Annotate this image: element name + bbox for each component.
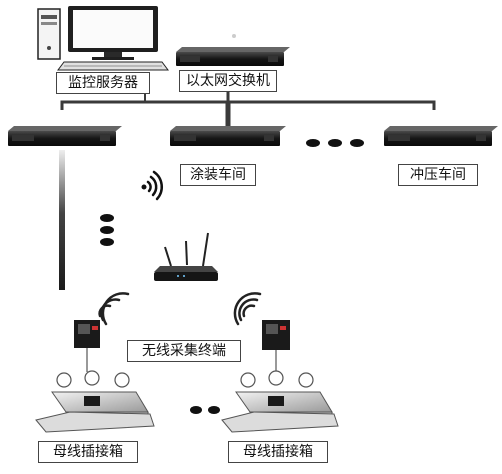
rack-switch-icon bbox=[170, 126, 286, 146]
desktop-computer-icon bbox=[37, 6, 169, 71]
wireless-router-icon bbox=[154, 232, 218, 281]
wireless-terminal-label: 无线采集终端 bbox=[127, 340, 241, 362]
monitor-server-label: 监控服务器 bbox=[56, 72, 150, 94]
ethernet-switch-label: 以太网交换机 bbox=[179, 70, 277, 92]
busbar-box-label-left: 母线插接箱 bbox=[38, 441, 138, 463]
ellipsis-dots-vertical bbox=[100, 214, 114, 246]
ellipsis-dots bbox=[306, 139, 364, 147]
busbar-plug-box-icon bbox=[221, 370, 339, 433]
rack-switch-icon bbox=[176, 34, 290, 66]
busbar-box-label-right: 母线插接箱 bbox=[228, 441, 328, 463]
rack-switch-icon bbox=[384, 126, 498, 146]
wireless-terminal-icon bbox=[74, 292, 130, 372]
stamping-workshop-label: 冲压车间 bbox=[398, 164, 478, 186]
painting-workshop-label: 涂装车间 bbox=[180, 164, 256, 186]
wireless-terminal-icon bbox=[233, 292, 290, 372]
vertical-link bbox=[59, 150, 65, 290]
wifi-signal-icon bbox=[141, 170, 164, 201]
rack-switch-icon bbox=[8, 126, 122, 146]
busbar-plug-box-icon bbox=[35, 370, 155, 433]
ellipsis-dots bbox=[190, 406, 220, 414]
